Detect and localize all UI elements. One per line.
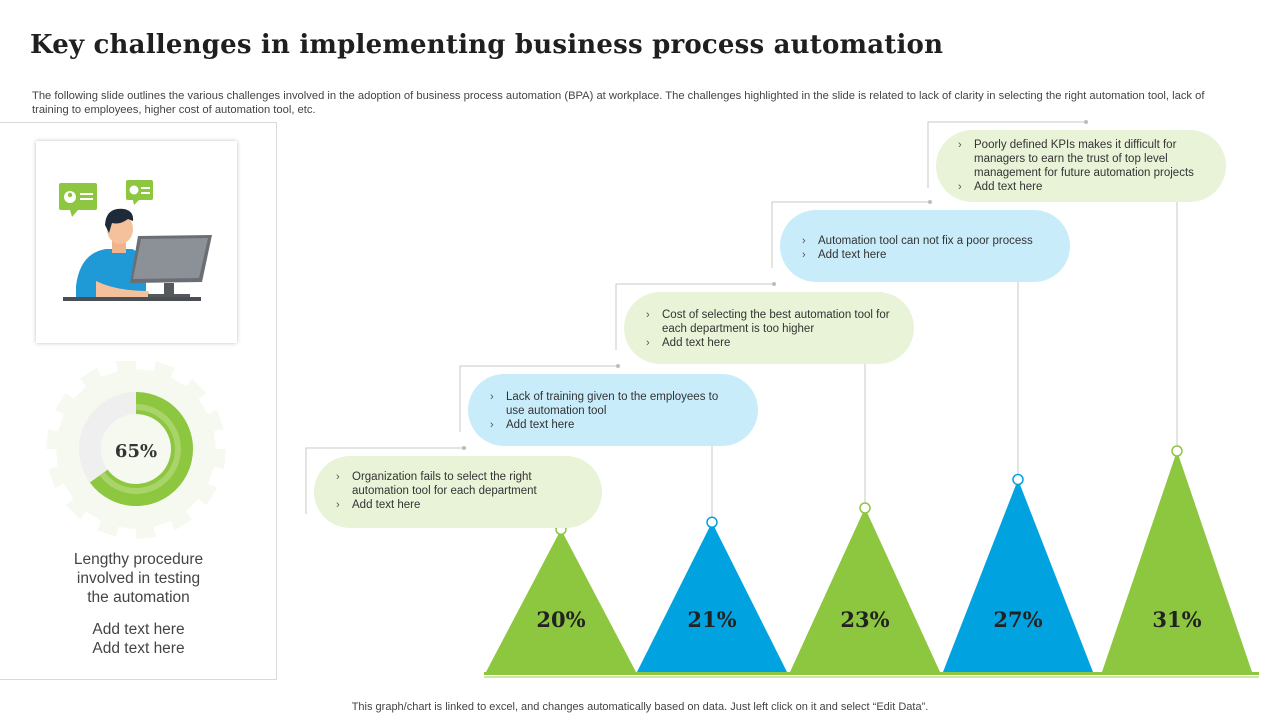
bracket-dot: [1084, 120, 1088, 124]
callout-item: Add text here: [802, 248, 1050, 262]
donut-value-arc: [89, 392, 193, 506]
add-text-line: Add text here: [92, 640, 185, 657]
bracket-line: [771, 201, 930, 268]
callout-list: Lack of training given to the employees …: [490, 390, 738, 432]
page-title: Key challenges in implementing business …: [30, 30, 944, 60]
bracket-dot: [772, 282, 776, 286]
bracket-dot: [928, 200, 932, 204]
caption-line: involved in testing: [76, 570, 201, 587]
chart-baseline: [484, 672, 1259, 675]
callout-list: Organization fails to select the right a…: [336, 470, 582, 512]
page-subtitle: The following slide outlines the various…: [32, 90, 1205, 116]
caption-line: the automation: [87, 589, 190, 606]
challenge-callout: Organization fails to select the right a…: [314, 456, 602, 528]
person-at-computer-icon: [59, 180, 212, 301]
donut-caption: Lengthy procedure involved in testing th…: [0, 550, 277, 607]
callout-item: Add text here: [490, 418, 738, 432]
callout-list: Automation tool can not fix a poor proce…: [802, 234, 1050, 262]
donut-chart: 65%: [46, 361, 226, 541]
bracket-dot: [462, 446, 466, 450]
challenge-callout: Cost of selecting the best automation to…: [624, 292, 914, 364]
bracket-line: [459, 365, 618, 432]
add-text-line: Add text here: [92, 621, 185, 638]
triangle-value-label: 27%: [993, 607, 1042, 632]
callout-item: Organization fails to select the right a…: [336, 470, 582, 498]
apex-marker: [706, 516, 718, 529]
triangle-bar: [943, 479, 1093, 672]
donut-value-arc-highlight: [99, 404, 181, 494]
triangle-bar: [486, 529, 636, 672]
callout-item: Add text here: [646, 336, 894, 350]
callout-item: Cost of selecting the best automation to…: [646, 308, 894, 336]
triangle-bar: [637, 522, 787, 672]
triangle-value-label: 20%: [536, 607, 585, 632]
callout-item: Add text here: [958, 180, 1206, 194]
donut-value-label: 65%: [114, 440, 158, 462]
challenge-callout: Lack of training given to the employees …: [468, 374, 758, 446]
illustration-card: [36, 141, 237, 343]
apex-marker: [1012, 473, 1024, 486]
bracket-line: [615, 283, 774, 350]
challenge-callout: Poorly defined KPIs makes it difficult f…: [936, 130, 1226, 202]
gear-shape: [46, 361, 226, 539]
callout-item: Automation tool can not fix a poor proce…: [802, 234, 1050, 248]
apex-marker: [1171, 445, 1183, 457]
footer-note: This graph/chart is linked to excel, and…: [351, 701, 929, 713]
triangle-value-label: 31%: [1152, 607, 1201, 632]
apex-marker: [859, 502, 871, 514]
gear-background-icon: [46, 361, 226, 539]
chart-baseline-shadow: [484, 676, 1259, 678]
add-text-block: Add text here Add text here: [0, 620, 277, 658]
triangle-bar: [790, 508, 940, 672]
left-panel: 65% Lengthy procedure involved in testin…: [0, 122, 277, 680]
triangle-value-label: 23%: [840, 607, 889, 632]
bracket-dot: [616, 364, 620, 368]
triangle-bar: [1102, 451, 1252, 672]
bracket-line: [305, 447, 464, 514]
callout-list: Cost of selecting the best automation to…: [646, 308, 894, 350]
triangle-value-label: 21%: [687, 607, 736, 632]
callout-list: Poorly defined KPIs makes it difficult f…: [958, 138, 1206, 194]
bracket-line: [927, 121, 1086, 188]
caption-line: Lengthy procedure: [73, 551, 204, 568]
challenge-callout: Automation tool can not fix a poor proce…: [780, 210, 1070, 282]
callout-item: Poorly defined KPIs makes it difficult f…: [958, 138, 1206, 180]
callout-item: Add text here: [336, 498, 582, 512]
callout-item: Lack of training given to the employees …: [490, 390, 738, 418]
